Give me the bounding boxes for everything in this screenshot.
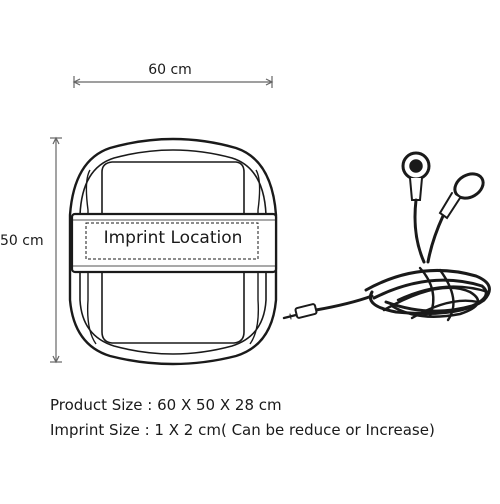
product-size-text: Product Size : 60 X 50 X 28 cm — [50, 396, 282, 414]
width-dimension-line — [72, 76, 274, 88]
height-dimension-line — [50, 136, 62, 364]
imprint-size-text: Imprint Size : 1 X 2 cm( Can be reduce o… — [50, 421, 435, 439]
earphones-illustration — [282, 151, 491, 322]
imprint-location-label: Imprint Location — [103, 228, 243, 248]
width-dimension-label: 60 cm — [148, 62, 192, 78]
height-dimension-label: 50 cm — [0, 233, 44, 249]
organizer-case — [68, 137, 278, 366]
imprint-area-box — [85, 222, 259, 260]
